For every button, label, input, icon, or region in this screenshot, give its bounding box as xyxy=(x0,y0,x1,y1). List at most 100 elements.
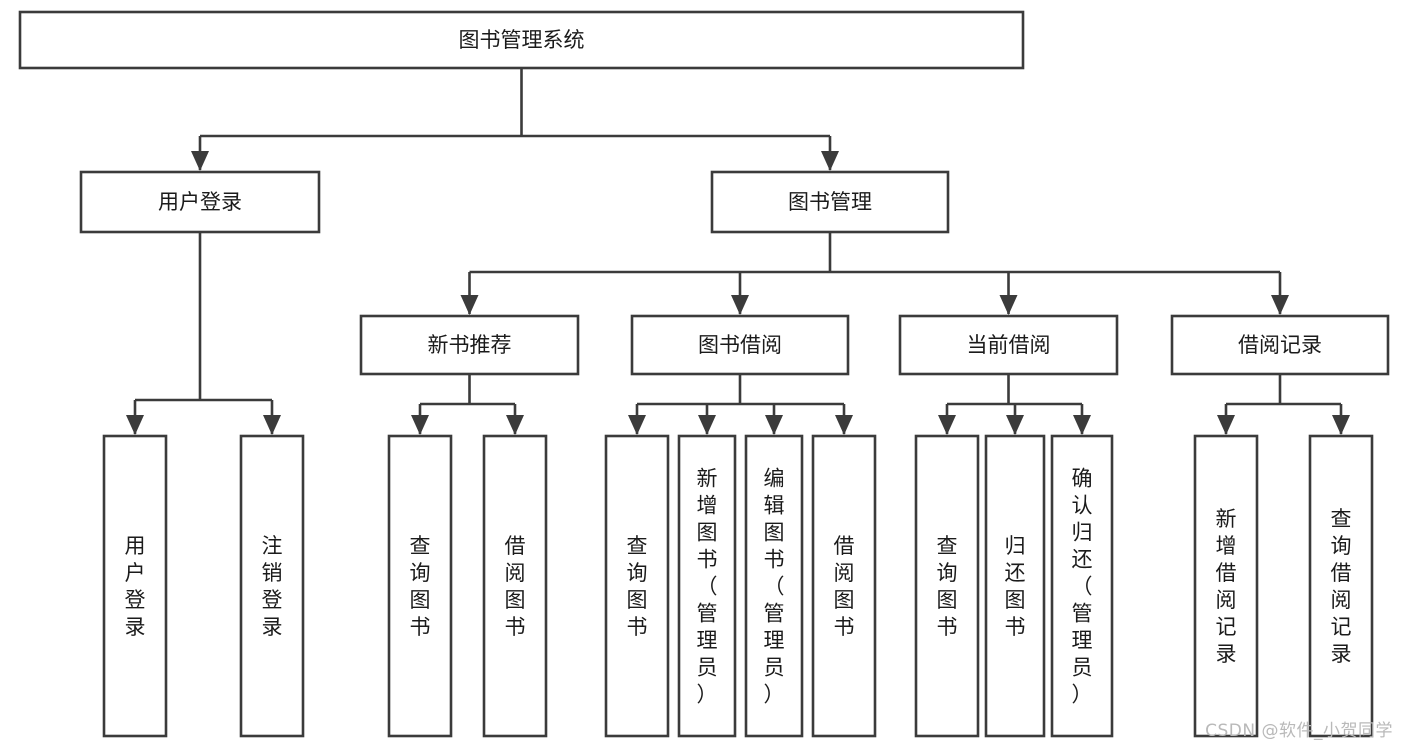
node-label-char: （ xyxy=(764,575,785,599)
node-label-char: （ xyxy=(697,575,718,599)
connector-layer xyxy=(126,68,1350,435)
arrow-head-icon xyxy=(1271,295,1289,315)
arrow-head-icon xyxy=(1073,415,1091,435)
node-new-book-recommend[interactable]: 新书推荐 xyxy=(359,314,580,376)
arrow-head-icon xyxy=(411,415,429,435)
node-book-borrow[interactable]: 图书借阅 xyxy=(630,314,850,376)
arrow-head-icon xyxy=(835,415,853,435)
node-book-manage[interactable]: 图书管理 xyxy=(710,170,950,234)
node-label-char: 录 xyxy=(1216,642,1237,666)
node-user-login[interactable]: 用户登录 xyxy=(79,170,321,234)
node-label-char: 认 xyxy=(1072,494,1093,518)
node-label-char: 用 xyxy=(125,534,146,558)
node-label-char: 书 xyxy=(1005,615,1026,639)
node-label-char: 书 xyxy=(937,615,958,639)
node-label-char: 阅 xyxy=(505,561,526,585)
node-label-char: 记 xyxy=(1216,615,1237,639)
node-label-char: 图 xyxy=(697,521,718,545)
node-label-char: 注 xyxy=(262,534,283,558)
node-root-book-management-system[interactable]: 图书管理系统 xyxy=(18,10,1025,70)
node-label-char: 户 xyxy=(125,561,146,585)
node-label-char: 记 xyxy=(1331,615,1352,639)
node-label-char: 书 xyxy=(764,548,785,572)
node-label: 当前借阅 xyxy=(967,333,1051,357)
node-label-char: 员 xyxy=(1072,656,1093,680)
node-label-char: 员 xyxy=(697,656,718,680)
node-label-char: 管 xyxy=(764,602,785,626)
node-label-char: 增 xyxy=(697,494,718,518)
node-label-char: 书 xyxy=(505,615,526,639)
node-label-char: 借 xyxy=(1216,561,1237,585)
arrow-head-icon xyxy=(938,415,956,435)
node-label: 图书管理 xyxy=(788,190,872,214)
arrow-head-icon xyxy=(1332,415,1350,435)
node-label-char: 图 xyxy=(1005,588,1026,612)
node-label: 借阅记录 xyxy=(1238,333,1322,357)
node-layer: 图书管理系统用户登录图书管理新书推荐图书借阅当前借阅借阅记录用户登录注销登录查询… xyxy=(18,10,1390,738)
node-label-char: 询 xyxy=(937,561,958,585)
arrow-head-icon xyxy=(1217,415,1235,435)
node-borrow-record[interactable]: 借阅记录 xyxy=(1170,314,1390,376)
node-label: 图书借阅 xyxy=(698,333,782,357)
node-label-char: 理 xyxy=(764,629,785,653)
node-current-borrow[interactable]: 当前借阅 xyxy=(898,314,1119,376)
node-label-char: 归 xyxy=(1005,534,1026,558)
node-label-char: 新 xyxy=(1216,507,1237,531)
arrow-head-icon xyxy=(765,415,783,435)
node-label-char: 销 xyxy=(262,561,283,585)
node-label-char: 询 xyxy=(1331,534,1352,558)
node-label-char: 查 xyxy=(627,534,648,558)
node-label-char: 书 xyxy=(627,615,648,639)
node-label-char: ） xyxy=(764,683,785,707)
node-label-char: ） xyxy=(697,683,718,707)
node-label-char: 借 xyxy=(1331,561,1352,585)
node-label-char: 书 xyxy=(410,615,431,639)
arrow-head-icon xyxy=(126,415,144,435)
node-label: 用户登录 xyxy=(158,190,242,214)
node-label-char: 归 xyxy=(1072,521,1093,545)
arrow-head-icon xyxy=(698,415,716,435)
node-leaf-user-login[interactable]: 用户登录 xyxy=(102,434,168,738)
arrow-head-icon xyxy=(191,151,209,171)
arrow-head-icon xyxy=(460,295,479,315)
node-label-char: 增 xyxy=(1216,534,1237,558)
arrow-head-icon xyxy=(628,415,646,435)
node-label-char: 图 xyxy=(505,588,526,612)
node-label-char: 理 xyxy=(697,629,718,653)
node-label-char: 新 xyxy=(697,467,718,491)
node-label-char: 借 xyxy=(834,534,855,558)
node-label-char: 查 xyxy=(937,534,958,558)
node-label-char: 管 xyxy=(1072,602,1093,626)
node-label-char: ） xyxy=(1072,683,1093,707)
node-label-char: 管 xyxy=(697,602,718,626)
arrow-head-icon xyxy=(1006,415,1024,435)
node-label-char: 图 xyxy=(764,521,785,545)
node-label-char: 编 xyxy=(764,467,785,491)
node-label-char: 借 xyxy=(505,534,526,558)
arrow-head-icon xyxy=(731,295,749,315)
node-label-char: 录 xyxy=(262,615,283,639)
arrow-head-icon xyxy=(506,415,524,435)
node-label-char: 辑 xyxy=(764,494,785,518)
node-label-char: 理 xyxy=(1072,629,1093,653)
node-label-char: 书 xyxy=(697,548,718,572)
node-label-char: 登 xyxy=(262,588,283,612)
node-label-char: （ xyxy=(1072,575,1093,599)
node-label-char: 阅 xyxy=(1216,588,1237,612)
node-label-char: 查 xyxy=(410,534,431,558)
node-label-char: 图 xyxy=(410,588,431,612)
